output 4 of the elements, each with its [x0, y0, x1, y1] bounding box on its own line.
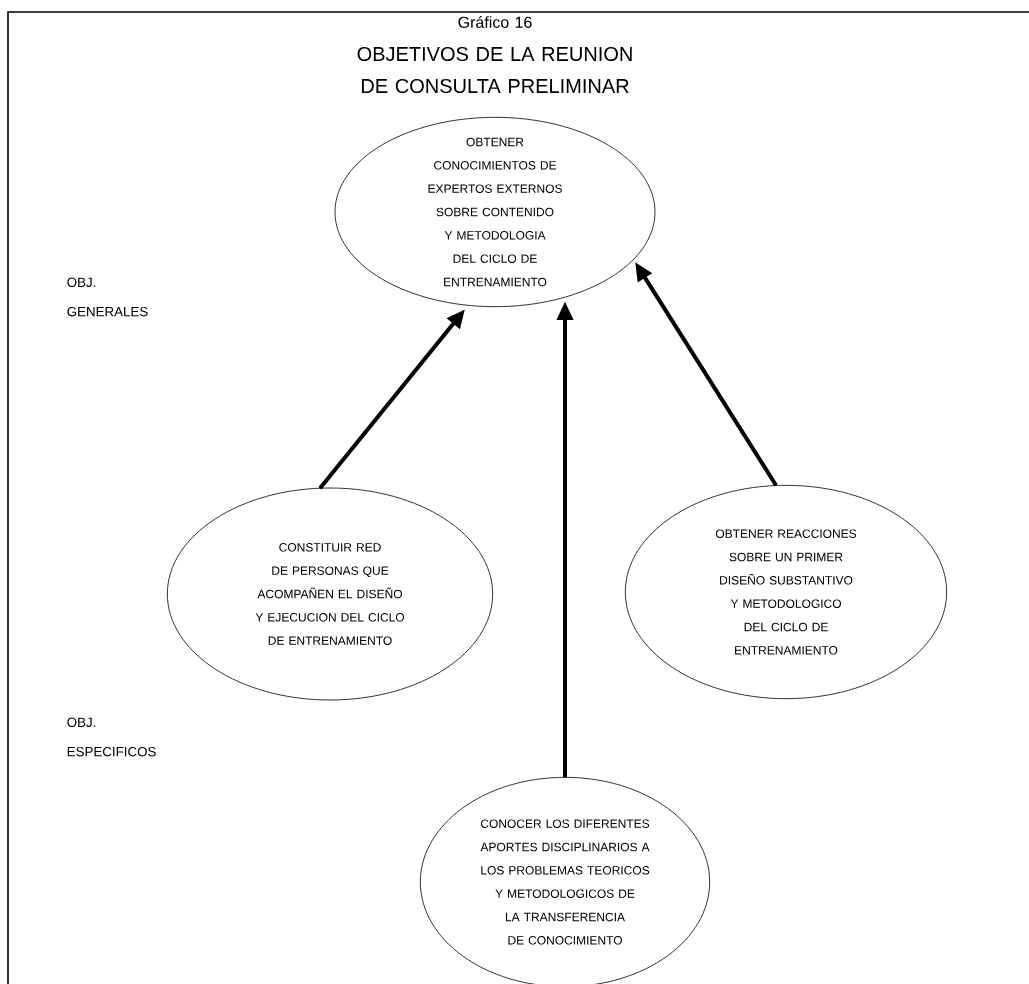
text-label: OBJ. GENERALES	[67, 277, 148, 317]
text-label: OBJ. ESPECIFICOS	[67, 717, 156, 757]
text-label: Gráfico 16	[458, 16, 532, 28]
title: OBJETIVOS DE LA REUNION DE CONSULTA PRELIMINAR	[357, 46, 632, 94]
